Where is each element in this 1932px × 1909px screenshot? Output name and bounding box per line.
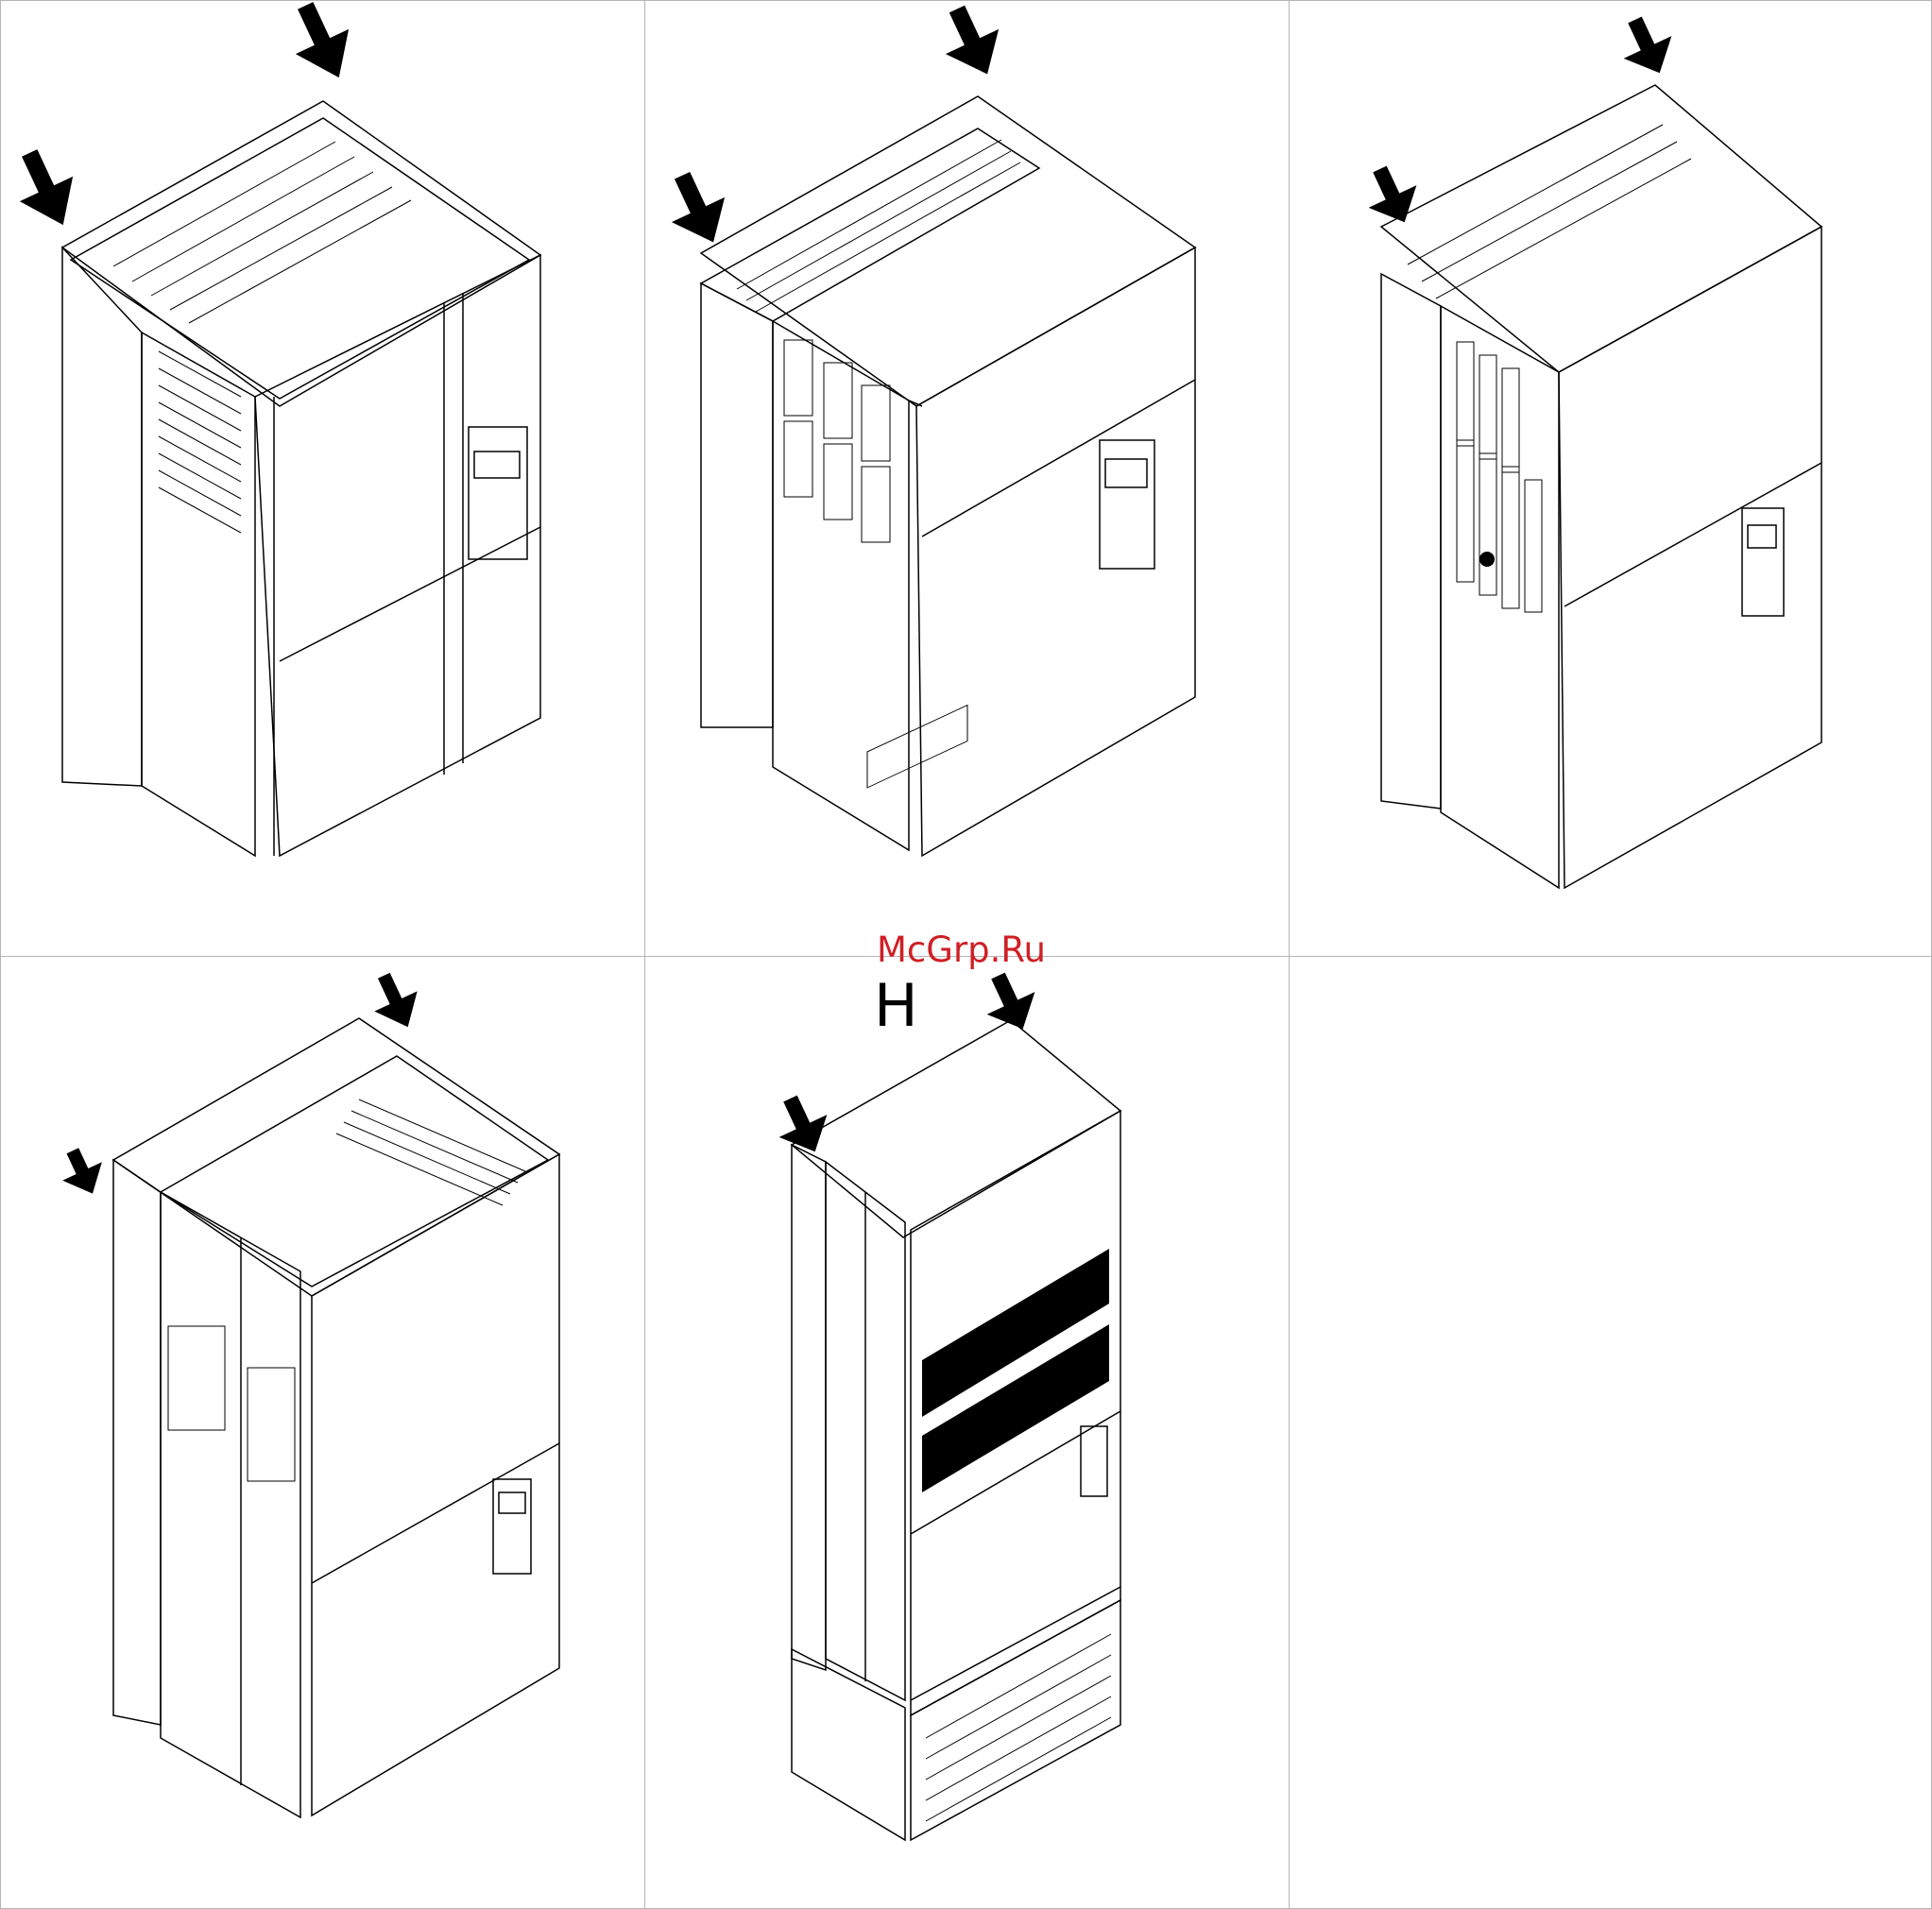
down-arrow-icon xyxy=(1356,9,1684,233)
frame-label: H xyxy=(874,971,918,1040)
down-arrow-icon xyxy=(656,0,1014,255)
down-arrow-icon xyxy=(53,965,429,1202)
drive-e xyxy=(766,706,1120,1840)
keypad-icon xyxy=(1081,1426,1107,1496)
drive-a xyxy=(3,0,540,856)
drive-c xyxy=(1356,9,1821,888)
drive-b xyxy=(656,0,1195,856)
watermark: McGrp.Ru xyxy=(877,929,1046,970)
keypad-icon xyxy=(469,427,527,559)
keypad-icon xyxy=(1742,508,1784,616)
drive-d xyxy=(53,965,559,1817)
down-arrow-icon xyxy=(3,0,366,237)
